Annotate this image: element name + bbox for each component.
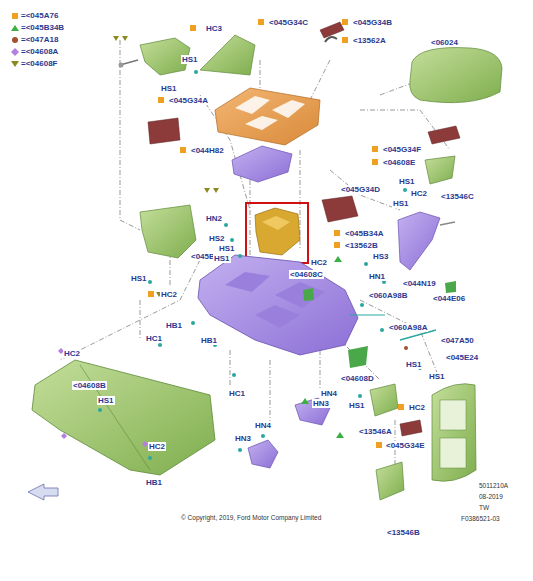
callout-number: <13562B	[344, 241, 379, 250]
drawing-note: © Copyright, 2019, Ford Motor Company Li…	[180, 514, 322, 522]
callout-number: <04608C	[289, 270, 324, 279]
callout-number: HN2	[205, 214, 223, 223]
callout-number: <045G34D	[340, 185, 381, 194]
legend-symbols	[11, 13, 19, 67]
reference-symbols	[58, 19, 408, 448]
callout-number: HC1	[228, 389, 246, 398]
callout-number: HN3	[312, 399, 330, 408]
callout-number: HC2	[410, 189, 428, 198]
callout-number: HS3	[372, 252, 390, 261]
bracket-part	[119, 35, 256, 75]
fasteners	[98, 70, 422, 460]
callout-number: <047A50	[440, 336, 475, 345]
callout-number: <13546B	[386, 528, 421, 537]
callout-number: HC2	[148, 442, 166, 451]
callout-number: <045G34B	[352, 18, 393, 27]
lid-part	[410, 48, 502, 103]
bin-part	[140, 205, 196, 258]
callout-number: <045G34E	[385, 441, 425, 450]
legend-text: =<045A76	[21, 11, 58, 20]
callout-number: HC2	[160, 290, 178, 299]
callout-number: <060A98B	[368, 291, 408, 300]
callout-number: <04608B	[72, 381, 107, 390]
callout-number: HB1	[165, 321, 183, 330]
callout-number: <045B34A	[344, 229, 384, 238]
callout-number: HB1	[145, 478, 163, 487]
direction-arrow	[28, 484, 58, 500]
callout-number: HS1	[405, 360, 423, 369]
legend-text: =<04608F	[21, 59, 57, 68]
legend-text: =<045B34B	[21, 23, 64, 32]
console-body	[198, 255, 358, 355]
callout-number: <044H82	[190, 146, 225, 155]
bezel-part	[432, 384, 476, 482]
callout-number: HN4	[254, 421, 272, 430]
drawing-note: 08-2019	[478, 493, 504, 501]
callout-number: <044E06	[432, 294, 466, 303]
callout-number: <060A98A	[388, 323, 428, 332]
callout-number: HN1	[368, 272, 386, 281]
callout-number: <04608D	[340, 374, 375, 383]
callout-number: <044N19	[402, 279, 437, 288]
callout-number: HC2	[63, 349, 81, 358]
legend-text: =<047A18	[21, 35, 58, 44]
callout-number: HS1	[160, 84, 178, 93]
callout-number: <045G34A	[168, 96, 209, 105]
drawing-note: F0386521-03	[460, 515, 501, 523]
callout-number: <045G34F	[382, 145, 422, 154]
callout-number: HN4	[320, 389, 338, 398]
drawing-note: TW	[478, 504, 490, 512]
callout-number: <13546C	[440, 192, 475, 201]
callout-number: HC2	[310, 258, 328, 267]
callout-number: HS1	[428, 372, 446, 381]
callout-number: <13562A	[352, 36, 387, 45]
callout-number: <13546A	[358, 427, 393, 436]
callout-number: HN3	[234, 434, 252, 443]
callout-number: HC3	[205, 24, 223, 33]
callout-number: HS1	[398, 177, 416, 186]
tray-part	[232, 146, 292, 182]
callout-number: HS1	[348, 401, 366, 410]
callout-number: HS1	[130, 274, 148, 283]
frame-part	[215, 88, 320, 145]
callout-number: <04608E	[382, 158, 416, 167]
callout-number: HB1	[200, 336, 218, 345]
callout-number: HS1	[97, 396, 115, 405]
callout-number: HC2	[408, 403, 426, 412]
highlighted-part	[246, 203, 308, 263]
legend-text: =<04608A	[21, 47, 58, 56]
callout-number: <045G34C	[268, 18, 309, 27]
callout-number: HS1	[181, 55, 199, 64]
callout-number: HS1	[213, 254, 231, 263]
callout-number: <045E24	[445, 353, 479, 362]
drawing-note: 5011210A	[478, 482, 509, 490]
callout-number: HS1	[392, 199, 410, 208]
callout-number: <06024	[430, 38, 459, 47]
callout-number: HC1	[145, 334, 163, 343]
callout-number: HS2	[208, 234, 226, 243]
side-panel	[32, 360, 215, 475]
